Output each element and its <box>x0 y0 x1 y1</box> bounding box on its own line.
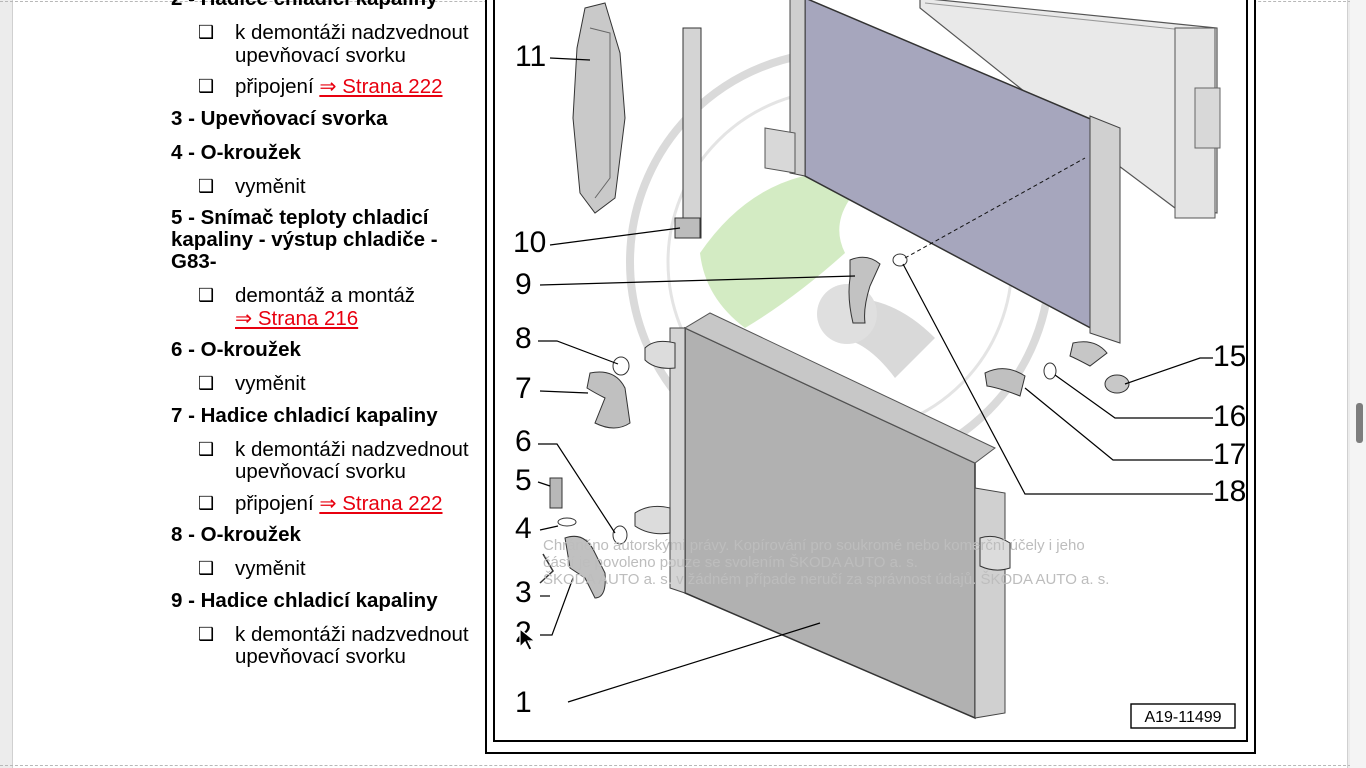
part-heading: 2 - Hadice chladicí kapaliny <box>171 0 471 10</box>
hose-7 <box>586 371 631 429</box>
checkbox-bullet-icon: ❑ <box>198 373 215 394</box>
svg-text:1: 1 <box>515 686 532 719</box>
checkbox-bullet-icon: ❑ <box>198 76 215 97</box>
seal-strip <box>674 27 702 239</box>
part-heading: 7 - Hadice chladicí kapaliny <box>171 403 438 427</box>
figure-id-label: A19-11499 <box>1130 703 1236 729</box>
svg-text:11: 11 <box>515 40 546 73</box>
part-note: ❑ připojení ⇒ Strana 222 <box>171 75 471 99</box>
svg-text:7: 7 <box>515 372 532 405</box>
hose-17 <box>984 368 1026 397</box>
svg-text:4: 4 <box>515 512 532 545</box>
part-heading: 5 - Snímač teploty chladicí kapaliny - v… <box>171 206 438 273</box>
part-note: ❑ vyměnit <box>171 174 471 199</box>
parts-list: 2 - Hadice chladicí kapaliny ❑ k demontáži… <box>171 0 471 678</box>
hose-2 <box>564 535 606 599</box>
part-note: ❑ k demontáži nadzvednout upevňovací svor… <box>171 21 471 67</box>
part-heading: 4 - O-kroužek <box>171 140 301 164</box>
checkbox-bullet-icon: ❑ <box>198 438 215 460</box>
page-reference-link[interactable]: ⇒ Strana 222 <box>319 75 443 98</box>
checkbox-bullet-icon: ❑ <box>198 175 215 197</box>
checkbox-bullet-icon: ❑ <box>198 558 215 579</box>
figure-inner-frame: 11 10 9 8 7 6 5 4 3 2 1 15 16 17 18 Chrá… <box>493 0 1248 742</box>
hose-9 <box>848 253 908 324</box>
condenser <box>919 0 1221 219</box>
copyright-watermark: Chráněno autorskými právy. Kopírování pr… <box>543 537 1109 588</box>
leader-lines <box>537 57 1213 703</box>
part-heading: 9 - Hadice chladicí kapaliny <box>171 588 438 612</box>
part-heading: 3 - Upevňovací svorka <box>171 106 388 130</box>
radiator-front <box>634 312 1011 720</box>
svg-text:17: 17 <box>1213 438 1246 471</box>
page-reference-link[interactable]: ⇒ Strana 216 <box>235 306 359 330</box>
temperature-sensor-g83 <box>549 477 563 509</box>
svg-text:8: 8 <box>515 322 532 355</box>
svg-text:16: 16 <box>1213 400 1246 433</box>
svg-text:9: 9 <box>515 268 532 301</box>
page-reference-link[interactable]: ⇒ Strana 222 <box>319 491 443 515</box>
svg-text:Chráněno autorskými právy. Kop: Chráněno autorskými právy. Kopírování pr… <box>543 537 1085 554</box>
vertical-scrollbar[interactable] <box>1350 0 1366 768</box>
part-note-text: k demontáži nadzvednout upevňovací svork… <box>235 21 469 67</box>
page-break-bottom <box>0 765 1366 766</box>
o-ring-16 <box>1043 362 1057 380</box>
o-ring-4 <box>557 517 577 527</box>
part-note: ❑ vyměnit <box>171 557 471 581</box>
part-note-text: připojení <box>235 491 320 515</box>
checkbox-bullet-icon: ❑ <box>198 623 215 645</box>
part-note-text: k demontáži nadzvednout upevňovací svork… <box>235 437 469 483</box>
svg-text:6: 6 <box>515 425 532 458</box>
part-note-text: demontáž a montáž <box>235 284 416 307</box>
cap-15 <box>1104 374 1130 394</box>
svg-text:15: 15 <box>1213 340 1246 373</box>
checkbox-bullet-icon: ❑ <box>198 285 215 306</box>
callout-numbers: 11 10 9 8 7 6 5 4 3 2 1 15 16 17 18 <box>513 40 1246 719</box>
part-note-text: vyměnit <box>235 372 306 395</box>
svg-text:A19-11499: A19-11499 <box>1144 709 1221 726</box>
part-heading: 6 - O-kroužek <box>171 338 301 361</box>
radiator <box>764 0 1121 344</box>
part-note: ❑ demontáž a montáž⇒ Strana 216 <box>171 284 471 330</box>
svg-text:10: 10 <box>513 226 546 259</box>
scrollbar-thumb[interactable] <box>1356 403 1363 443</box>
part-note: ❑ připojení ⇒ Strana 222 <box>171 491 471 516</box>
part-note-text: vyměnit <box>235 557 306 580</box>
air-guide <box>572 2 626 214</box>
checkbox-bullet-icon: ❑ <box>198 492 215 514</box>
part-note-text: k demontáži nadzvednout upevňovací svork… <box>235 622 469 668</box>
part-note: ❑ k demontáži nadzvednout upevňovací svor… <box>171 437 471 484</box>
svg-text:3: 3 <box>515 576 532 609</box>
mouse-cursor-icon <box>519 627 537 657</box>
svg-text:ŠKODA AUTO a. s. v žádném příp: ŠKODA AUTO a. s. v žádném případe neručí… <box>543 571 1109 588</box>
svg-text:18: 18 <box>1213 475 1246 508</box>
part-note-text: vyměnit <box>235 174 306 198</box>
part-heading: 8 - O-kroužek <box>171 523 301 546</box>
part-note: ❑ k demontáži nadzvednout upevňovací svor… <box>171 622 471 669</box>
part-note-text: připojení <box>235 75 320 98</box>
part-note: ❑ vyměnit <box>171 372 471 396</box>
pipe-fitting <box>1069 341 1108 367</box>
checkbox-bullet-icon: ❑ <box>198 22 215 43</box>
radiator-exploded-diagram: 11 10 9 8 7 6 5 4 3 2 1 15 16 17 18 Chrá… <box>513 0 1246 729</box>
clip-3 <box>539 553 554 584</box>
svg-text:částí je povoleno pouze se svo: částí je povoleno pouze se svolením ŠKOD… <box>543 554 918 571</box>
o-ring-8 <box>612 356 630 376</box>
figure-frame: 11 10 9 8 7 6 5 4 3 2 1 15 16 17 18 Chrá… <box>485 0 1256 754</box>
o-ring-6 <box>612 525 628 545</box>
svg-text:5: 5 <box>515 464 532 497</box>
